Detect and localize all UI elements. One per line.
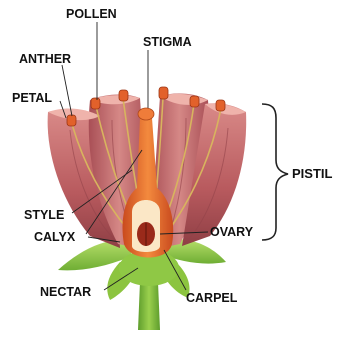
label-calyx: CALYX — [34, 230, 76, 244]
label-carpel: CARPEL — [186, 291, 238, 305]
label-stigma: STIGMA — [143, 35, 192, 49]
label-pistil: PISTIL — [292, 166, 333, 181]
label-pollen: POLLEN — [66, 7, 117, 21]
pistil-brace — [262, 104, 288, 240]
stem — [138, 282, 160, 330]
label-ovary: OVARY — [210, 225, 254, 239]
stigma-tip — [138, 108, 154, 120]
label-style: STYLE — [24, 208, 64, 222]
label-anther: ANTHER — [19, 52, 71, 66]
label-nectar: NECTAR — [40, 285, 91, 299]
label-petal: PETAL — [12, 91, 52, 105]
